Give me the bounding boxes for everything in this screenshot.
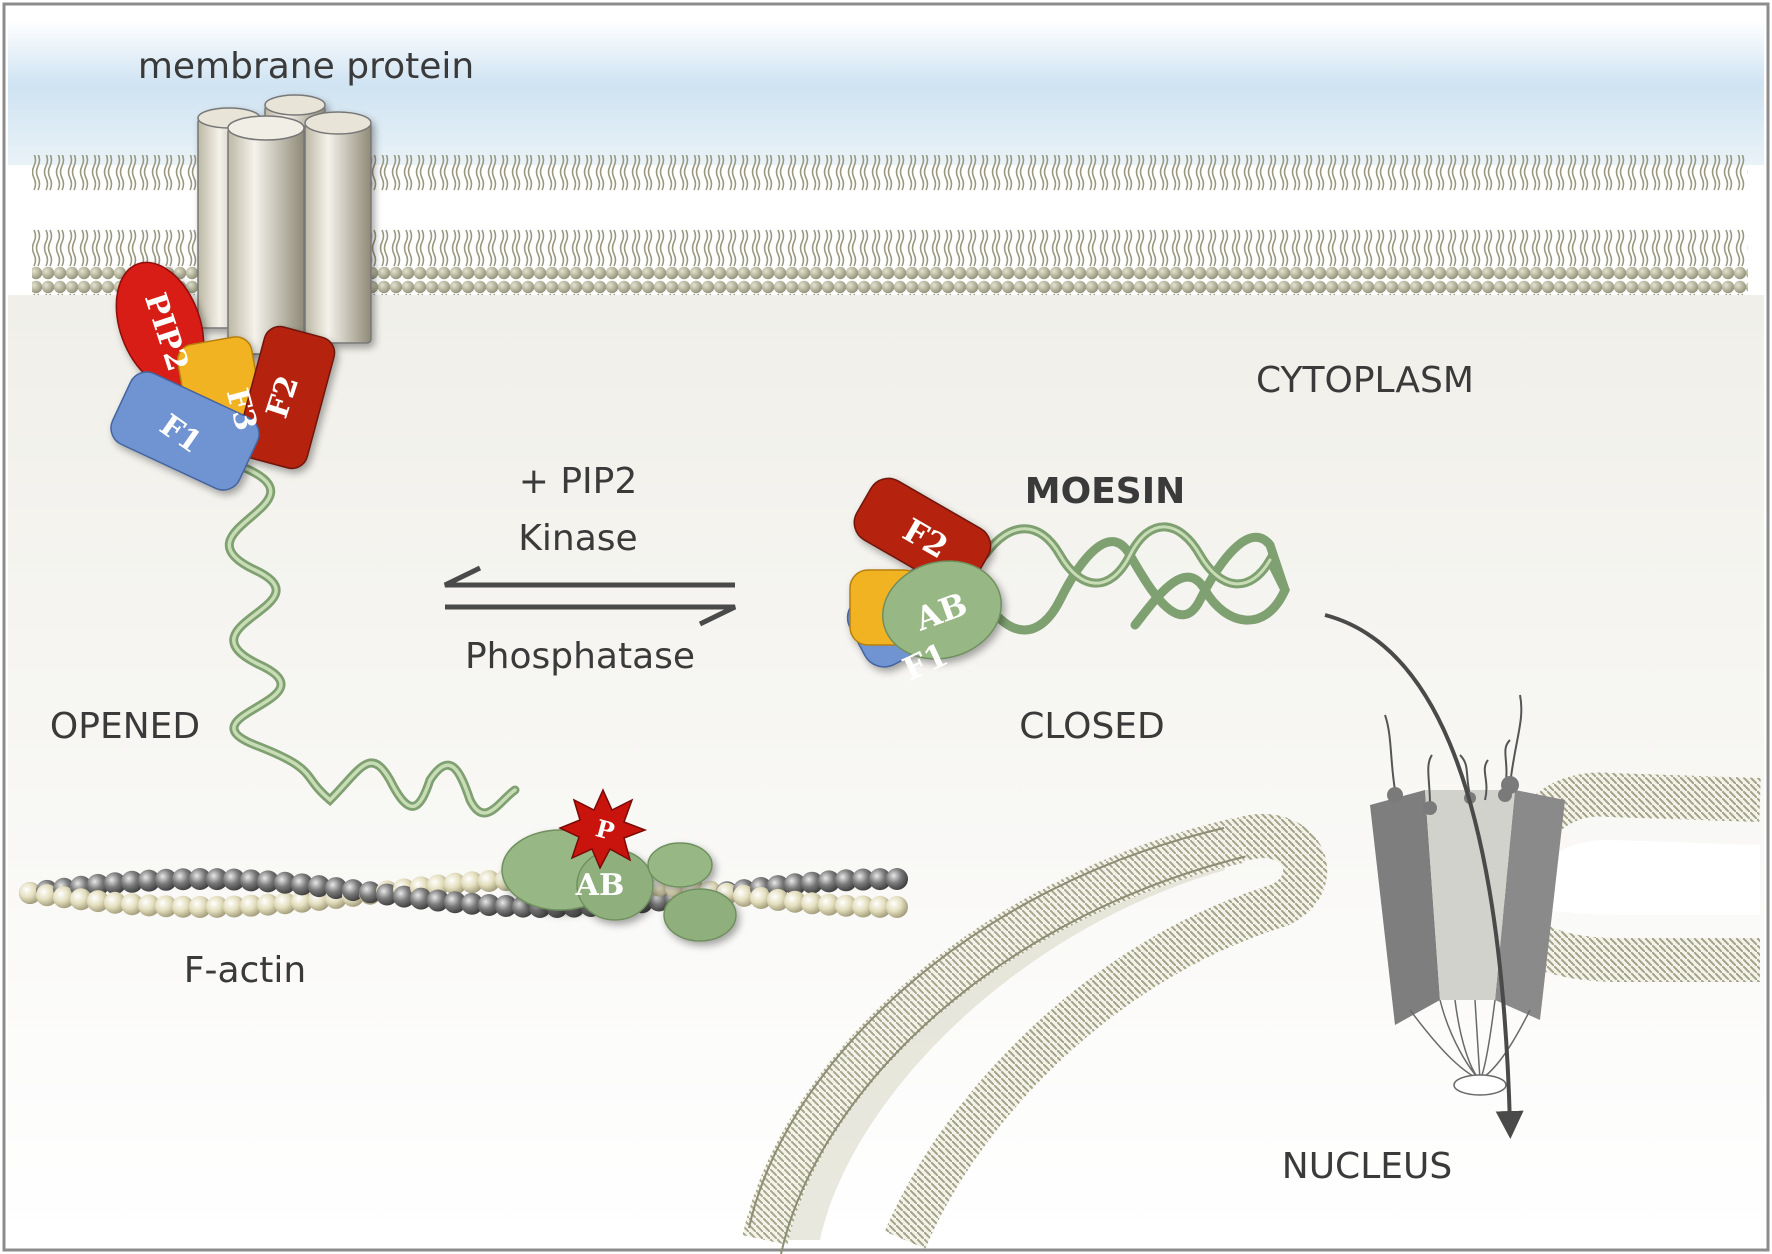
actin-monomer: [410, 887, 432, 910]
nuclear-pore-complex: [1370, 694, 1565, 1096]
actin-monomer: [172, 868, 194, 891]
actin-monomer: [359, 881, 381, 904]
cytoplasm-label: CYTOPLASM: [1256, 360, 1474, 401]
actin-monomer: [36, 884, 58, 907]
actin-monomer: [257, 870, 279, 893]
opened-linker-highlight: [227, 466, 517, 815]
reverse-arrow: [443, 565, 735, 588]
actin-monomer: [444, 891, 466, 914]
phosphatase-label: Phosphatase: [465, 636, 695, 677]
actin-monomer: [121, 893, 143, 916]
actin-monomer: [53, 886, 75, 909]
actin-monomer: [172, 895, 194, 918]
opened-label: OPENED: [50, 706, 200, 747]
actin-monomer: [869, 868, 891, 891]
actin-monomer: [70, 888, 92, 911]
actin-monomer: [240, 894, 262, 917]
forward-arrow: [445, 604, 737, 627]
actin-monomer: [478, 894, 500, 917]
actin-monomer: [852, 895, 874, 918]
actin-monomer: [886, 868, 908, 891]
actin-monomer: [444, 872, 466, 895]
actin-monomer: [342, 879, 364, 902]
actin-monomer: [835, 894, 857, 917]
actin-monomer: [291, 873, 313, 896]
f-actin-filament: [19, 868, 908, 918]
actin-monomer: [257, 893, 279, 916]
actin-monomer: [393, 885, 415, 908]
actin-monomer: [767, 888, 789, 911]
actin-monomer: [138, 869, 160, 892]
actin-monomer: [138, 894, 160, 917]
actin-monomer: [427, 889, 449, 912]
actin-monomer: [784, 890, 806, 913]
actin-monomer: [886, 895, 908, 918]
membrane-protein: [197, 94, 372, 355]
actin-monomer: [121, 870, 143, 893]
actin-monomer: [461, 892, 483, 915]
actin-monomer: [87, 890, 109, 913]
actin-monomer: [189, 895, 211, 918]
actin-monomer: [155, 895, 177, 918]
actin-monomer: [478, 869, 500, 892]
actin-monomer: [852, 868, 874, 891]
f-actin-label: F-actin: [184, 950, 306, 991]
actin-monomer: [869, 895, 891, 918]
actin-monomer: [495, 894, 517, 917]
actin-monomer: [835, 869, 857, 892]
closed-moesin: F2 AB F1: [846, 477, 1290, 689]
nuclear-import-arrow: [1324, 613, 1524, 1139]
actin-monomer: [750, 886, 772, 909]
actin-monomer: [206, 895, 228, 918]
nucleus-label: NUCLEUS: [1282, 1146, 1452, 1187]
actin-monomer: [818, 870, 840, 893]
actin-monomer: [325, 877, 347, 900]
actin-monomer: [155, 868, 177, 891]
opened-ab-label: AB: [575, 868, 625, 903]
opened-ferm-domains: [110, 261, 336, 491]
actin-monomer: [801, 892, 823, 915]
actin-monomer: [223, 895, 245, 918]
actin-monomer: [291, 890, 313, 913]
kinase-label: Kinase: [518, 518, 637, 559]
actin-monomer: [818, 893, 840, 916]
pip2-plus-label: + PIP2: [519, 461, 638, 502]
actin-monomer: [274, 871, 296, 894]
actin-monomer: [19, 882, 41, 904]
actin-monomer: [427, 874, 449, 897]
actin-monomer: [784, 873, 806, 896]
actin-monomer: [223, 868, 245, 891]
phospho-star: [558, 788, 648, 870]
closed-label: CLOSED: [1019, 706, 1165, 747]
closed-coiled-coil-highlight: [983, 525, 1272, 586]
actin-monomer: [189, 868, 211, 891]
moesin-label: MOESIN: [1025, 471, 1185, 512]
actin-monomer: [801, 871, 823, 894]
actin-monomer: [308, 875, 330, 898]
actin-monomer: [274, 892, 296, 915]
actin-monomer: [104, 891, 126, 914]
equilibrium-arrows: [443, 565, 737, 627]
actin-monomer: [733, 884, 755, 907]
actin-monomer: [104, 872, 126, 895]
actin-monomer: [376, 883, 398, 906]
actin-monomer: [206, 868, 228, 891]
actin-monomer: [240, 869, 262, 892]
membrane-protein-label: membrane protein: [138, 46, 474, 87]
actin-monomer: [461, 871, 483, 894]
actin-monomer: [87, 873, 109, 896]
